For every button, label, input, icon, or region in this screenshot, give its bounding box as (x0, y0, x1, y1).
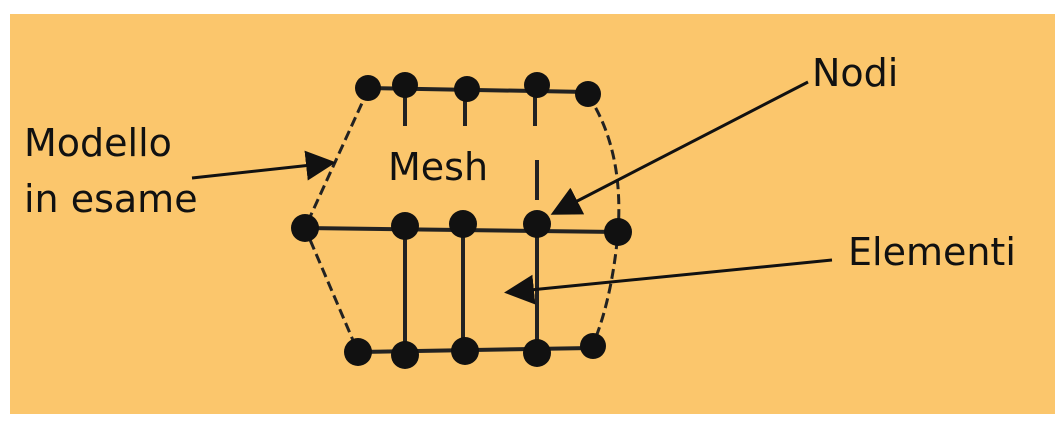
elements-label: Elementi (848, 230, 1016, 274)
model-arrow (191, 150, 336, 181)
node (604, 218, 632, 246)
node (451, 337, 479, 365)
model-label-line-1: Modello (24, 121, 172, 165)
annotation-arrows (191, 80, 833, 305)
node (449, 210, 477, 238)
node (291, 214, 319, 242)
elements-arrow (504, 258, 833, 305)
node (355, 75, 381, 101)
node (392, 72, 418, 98)
node (524, 72, 550, 98)
node (523, 339, 551, 367)
node (580, 333, 606, 359)
node (344, 338, 372, 366)
nodes-arrow (550, 80, 809, 215)
mesh-nodes (291, 72, 632, 369)
node (391, 212, 419, 240)
node (454, 76, 480, 102)
model-label-line-2: in esame (24, 177, 198, 221)
node (391, 341, 419, 369)
node (523, 210, 551, 238)
mesh-label: Mesh (388, 145, 488, 189)
node (575, 81, 601, 107)
nodes-label: Nodi (812, 51, 898, 95)
